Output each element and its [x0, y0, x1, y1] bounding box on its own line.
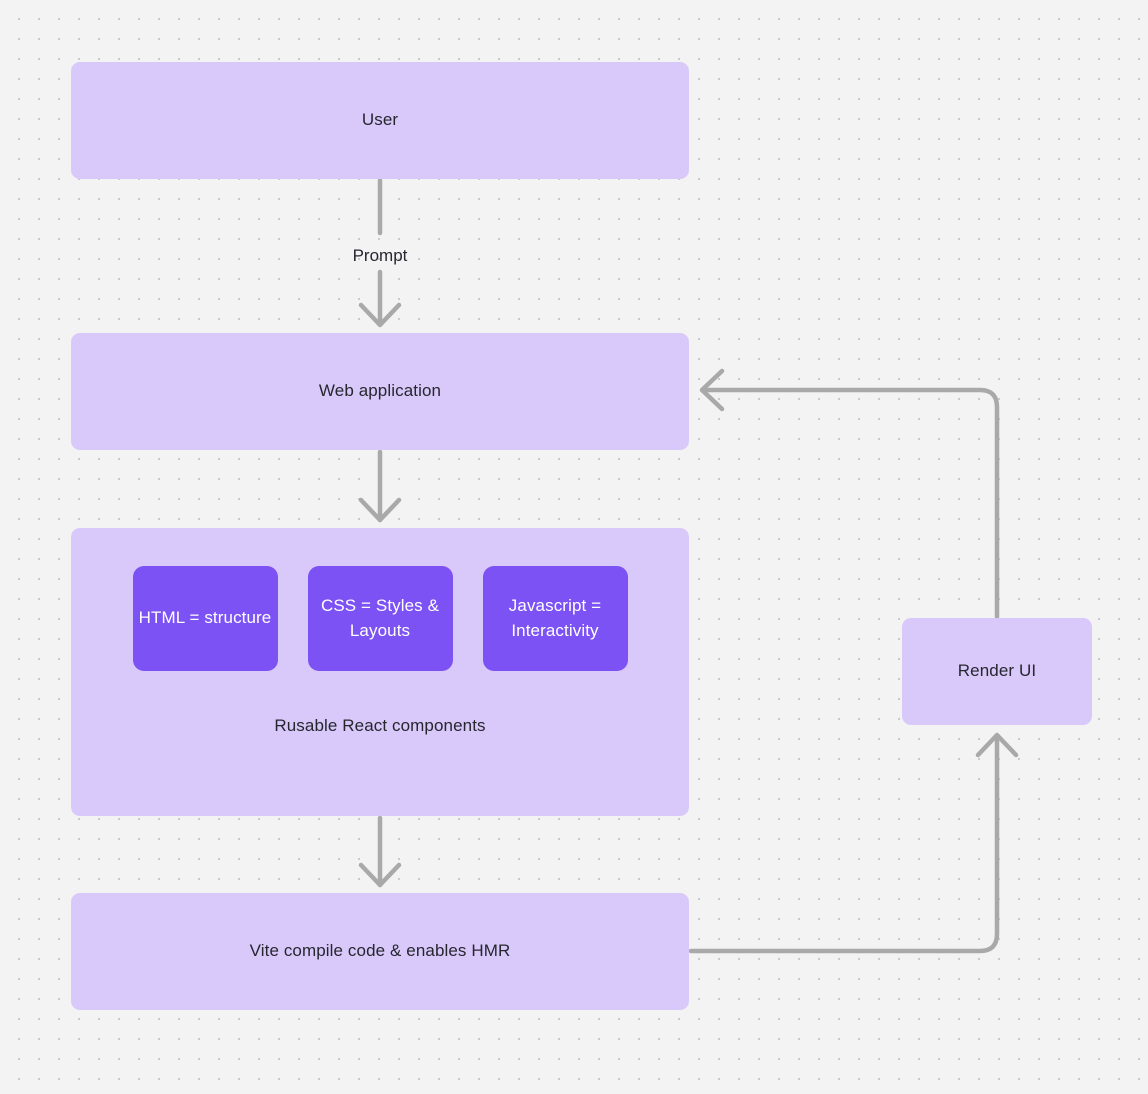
chip-css[interactable]: CSS = Styles & Layouts: [307, 566, 453, 671]
node-vite[interactable]: Vite compile code & enables HMR: [71, 893, 689, 1010]
edge-web-application-to-components: [358, 449, 402, 523]
chip-javascript-label: Javascript = Interactivity: [508, 596, 602, 640]
node-render-ui[interactable]: Render UI: [902, 618, 1092, 725]
node-components-caption: Rusable React components: [274, 716, 486, 735]
edge-vite-to-render-ui: [688, 732, 1019, 954]
chip-html-label: HTML = structure: [138, 608, 272, 628]
chip-row: HTML = structure CSS = Styles & Layouts …: [71, 566, 689, 671]
chip-css-label: CSS = Styles & Layouts: [320, 596, 440, 640]
node-user-label: User: [361, 110, 399, 130]
edge-components-to-vite: [358, 815, 402, 888]
node-render-ui-label: Render UI: [957, 661, 1037, 681]
node-user[interactable]: User: [71, 62, 689, 179]
chip-javascript[interactable]: Javascript = Interactivity: [482, 566, 628, 671]
chip-html[interactable]: HTML = structure: [132, 566, 278, 671]
edge-label-prompt: Prompt: [352, 246, 408, 265]
edge-render-ui-to-web-application: [699, 368, 1000, 620]
node-web-application-label: Web application: [318, 381, 442, 401]
node-vite-label: Vite compile code & enables HMR: [249, 941, 511, 961]
node-web-application[interactable]: Web application: [71, 333, 689, 450]
node-components[interactable]: HTML = structure CSS = Styles & Layouts …: [71, 528, 689, 816]
